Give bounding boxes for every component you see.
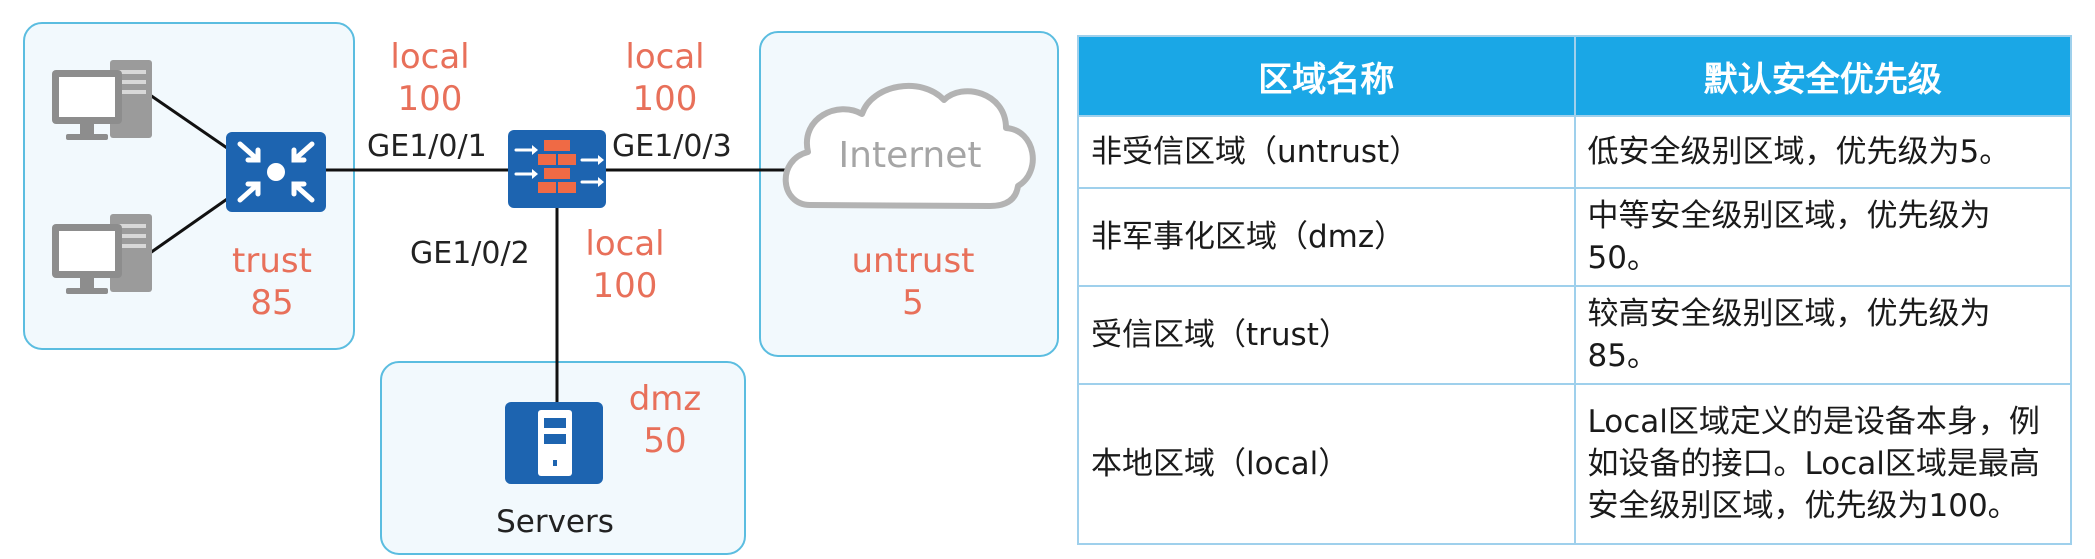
table-header-zone-name: 区域名称 [1077,35,1576,117]
table-cell-description: 较高安全级别区域，优先级为85。 [1573,285,2072,385]
cloud-label: Internet [839,135,982,176]
servers-label: Servers [496,504,614,540]
zone-local-left-name: local [390,37,469,77]
table-row: 本地区域（local） Local区域定义的是设备本身，例如设备的接口。Loca… [1077,383,2072,545]
table-cell-description: 中等安全级别区域，优先级为50。 [1573,187,2072,287]
desktop-pc-icon [52,60,152,140]
zone-priority-table: 区域名称 默认安全优先级 非受信区域（untrust） 低安全级别区域，优先级为… [1077,35,2072,545]
interface-ge3-label: GE1/0/3 [612,129,732,164]
table-cell-zone: 受信区域（trust） [1077,285,1576,385]
table-cell-zone: 非军事化区域（dmz） [1077,187,1576,287]
zone-local-bottom-priority: 100 [593,266,658,306]
zone-trust-priority: 85 [250,283,293,323]
zone-dmz-priority: 50 [643,421,686,461]
switch-icon [226,132,326,212]
table-row: 非军事化区域（dmz） 中等安全级别区域，优先级为50。 [1077,187,2072,287]
link-pc2-switch [149,195,231,255]
zone-local-right-priority: 100 [633,79,698,119]
link-pc1-switch [149,93,231,152]
table-cell-zone: 本地区域（local） [1077,383,1576,545]
table-row: 非受信区域（untrust） 低安全级别区域，优先级为5。 [1077,115,2072,189]
server-icon [505,402,603,484]
zone-untrust-priority: 5 [902,283,924,323]
table-header-row: 区域名称 默认安全优先级 [1077,35,2072,117]
zone-local-right-name: local [625,37,704,77]
firewall-icon [508,130,606,208]
zone-trust-name: trust [232,241,312,281]
table-row: 受信区域（trust） 较高安全级别区域，优先级为85。 [1077,285,2072,385]
table-cell-description: 低安全级别区域，优先级为5。 [1573,115,2072,189]
table-cell-zone: 非受信区域（untrust） [1077,115,1576,189]
cloud-icon [782,83,1036,209]
zone-dmz-name: dmz [629,379,702,419]
zone-untrust-name: untrust [851,241,974,281]
network-diagram: Internet Servers local 100 local 100 loc… [23,22,1059,555]
zone-local-left-priority: 100 [398,79,463,119]
interface-ge2-label: GE1/0/2 [410,236,530,271]
desktop-pc-icon [52,214,152,294]
table-cell-description: Local区域定义的是设备本身，例如设备的接口。Local区域是最高安全级别区域… [1573,383,2072,545]
zone-local-bottom-name: local [585,224,664,264]
interface-ge1-label: GE1/0/1 [367,129,487,164]
table-header-default-priority: 默认安全优先级 [1573,35,2072,117]
